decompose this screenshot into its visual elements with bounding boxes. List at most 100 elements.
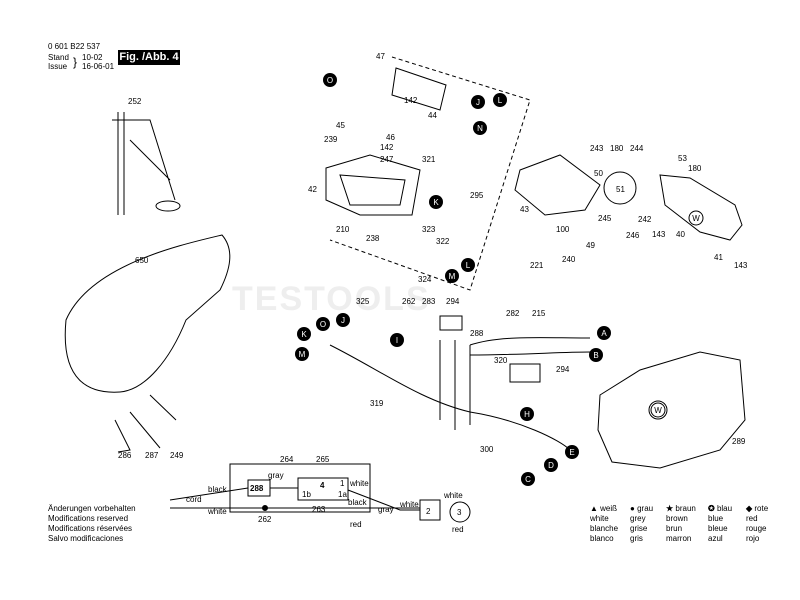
callout: J: [336, 313, 350, 327]
legend-blue: ✪ blau blue bleue azul: [708, 504, 732, 544]
part-label: 215: [532, 309, 546, 318]
legend-text: blanche: [590, 524, 619, 533]
callouts: O J L N K M L O J K I M A B H E D C W W: [295, 73, 704, 486]
callout-letter: K: [301, 330, 307, 339]
part-label: 46: [386, 133, 395, 142]
figure-title: Fig. /Abb. 4: [118, 50, 180, 65]
wire-label: black: [208, 485, 228, 494]
part-label: 45: [336, 121, 345, 130]
legend-text: gris: [630, 534, 643, 543]
legend-red: ◆ rote red rouge rojo: [746, 504, 768, 544]
doc-number: 0 601 B22 537: [48, 42, 101, 51]
legend-text: grey: [630, 514, 646, 523]
part-label: 283: [422, 297, 436, 306]
callout-letter: O: [327, 76, 333, 85]
wires: [169, 487, 420, 511]
callout: H: [520, 407, 534, 421]
legend-symbol: ▲: [590, 504, 598, 513]
callout: W: [688, 210, 704, 226]
fan-51: [603, 171, 637, 205]
callout-letter: M: [299, 350, 306, 359]
part-label: 44: [428, 111, 437, 120]
wire-label: 1a: [338, 490, 347, 499]
base-bearing: [648, 400, 668, 420]
part-label: 319: [370, 399, 384, 408]
dust-bag-650: [64, 234, 231, 393]
clamp-foot: [155, 200, 181, 212]
part-label: 210: [336, 225, 350, 234]
part-label: 142: [380, 143, 394, 152]
callout: J: [471, 95, 485, 109]
part-label: 650: [135, 256, 149, 265]
legend-text: brown: [666, 514, 688, 523]
legend-symbol: ★: [666, 504, 674, 513]
part-labels: 47 252 142 44 45 46 239 142 321 247 42 2…: [118, 52, 748, 460]
wire-label: 265: [316, 455, 330, 464]
legend-text: blau: [716, 504, 733, 513]
wiring-outline: [229, 463, 371, 513]
legend-text: white: [590, 514, 609, 523]
callout-letter: W: [654, 406, 662, 415]
part-label: 180: [688, 164, 702, 173]
part-label: 49: [586, 241, 595, 250]
part-label: 243: [590, 144, 604, 153]
motor-3: [449, 501, 471, 523]
part-label: 47: [376, 52, 385, 61]
wire-label: gray: [268, 471, 284, 480]
callout: A: [597, 326, 611, 340]
legend-text: marron: [666, 534, 692, 543]
junction-262: [262, 505, 268, 511]
callout: C: [521, 472, 535, 486]
modification-notes: Änderungen vorbehalten Modifications res…: [48, 504, 136, 544]
wire-label: 4: [320, 481, 325, 490]
legend-text: grau: [637, 504, 654, 513]
part-label: 322: [436, 237, 450, 246]
wire-label: 264: [280, 455, 294, 464]
callout-letter: H: [524, 410, 530, 419]
callout: L: [493, 93, 507, 107]
wire-label: 2: [426, 507, 431, 516]
wire-label: white: [207, 507, 227, 516]
wire-label: cord: [186, 495, 202, 504]
callout: K: [429, 195, 443, 209]
callout-letter: J: [341, 316, 345, 325]
part-label: 100: [556, 225, 570, 234]
wire-label: white: [443, 491, 463, 500]
part-label: 286: [118, 451, 132, 460]
part-label: 320: [494, 356, 508, 365]
assembly-frame: [329, 56, 531, 291]
part-label: 324: [418, 275, 432, 284]
part-label: 43: [520, 205, 529, 214]
wire-label: 288: [250, 484, 264, 493]
callout: I: [390, 333, 404, 347]
callout: E: [565, 445, 579, 459]
harness-main: [329, 344, 571, 451]
part-label: 294: [556, 365, 570, 374]
legend-text: rouge: [746, 524, 767, 533]
callout: N: [473, 121, 487, 135]
handle-44: [391, 67, 447, 111]
part-index: O J L N K M L O J A K I B M H E D C W W: [0, 0, 1, 1]
part-label: 300: [480, 445, 494, 454]
issue-label: Issue: [48, 62, 68, 71]
part-label: 143: [652, 230, 666, 239]
part-label: 42: [308, 185, 317, 194]
note-line: Salvo modificaciones: [48, 534, 124, 543]
brace: }: [73, 55, 78, 69]
part-label: 142: [404, 96, 418, 105]
legend-text: blue: [708, 514, 724, 523]
part-label: 246: [626, 231, 640, 240]
callout-letter: W: [692, 214, 700, 223]
legend-text: red: [746, 514, 758, 523]
part-label: 53: [678, 154, 687, 163]
callout: K: [297, 327, 311, 341]
part-label: 282: [506, 309, 520, 318]
legend-text: bleue: [708, 524, 728, 533]
part-label: 288: [470, 329, 484, 338]
part-label: 321: [422, 155, 436, 164]
wiring-labels: 264 265 black gray 4 1 white 288 1b 1a c…: [186, 455, 464, 534]
legend-text: braun: [675, 504, 696, 513]
part-label: 325: [356, 297, 370, 306]
